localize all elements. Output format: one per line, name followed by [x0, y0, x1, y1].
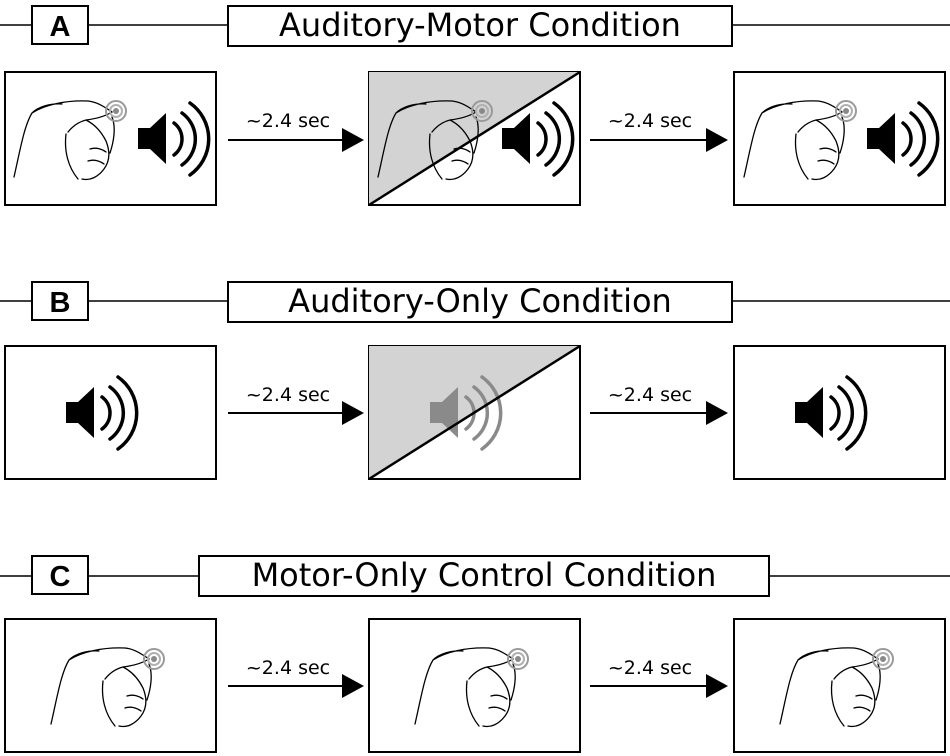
stimulus-frame	[368, 618, 581, 753]
speaker-icon	[502, 101, 575, 177]
target-ring-icon	[143, 648, 165, 670]
panel-header: A Auditory-Motor Condition	[0, 5, 950, 47]
timing-arrow: ~2.4 sec	[228, 384, 364, 425]
arrow-right-icon	[590, 128, 728, 152]
timing-arrow: ~2.4 sec	[590, 657, 728, 698]
frame-border	[4, 618, 217, 753]
panel-b: B Auditory-Only Condition ~2.4 sec	[0, 281, 950, 481]
stimulus-frame	[4, 618, 217, 753]
letter-box	[31, 5, 89, 45]
timing-arrow: ~2.4 sec	[590, 384, 728, 425]
timing-arrow: ~2.4 sec	[228, 657, 364, 698]
title-box	[198, 555, 770, 597]
arrow-right-icon	[228, 128, 364, 152]
frame-border	[733, 618, 946, 753]
stimulus-frame	[733, 71, 946, 206]
title-box	[227, 5, 733, 47]
panel-title: Auditory-Motor Condition	[279, 6, 681, 44]
arrow-right-icon	[590, 674, 728, 698]
target-ring-icon	[471, 100, 493, 122]
arrow-right-icon	[590, 401, 728, 425]
diagonal-divider	[368, 70, 581, 207]
arrow-right-icon	[228, 674, 364, 698]
timing-arrow: ~2.4 sec	[590, 110, 728, 152]
panel-letter: B	[50, 287, 71, 319]
delay-label: ~2.4 sec	[246, 384, 330, 406]
panel-header: B Auditory-Only Condition	[0, 281, 950, 323]
stimulus-frame	[4, 345, 217, 480]
delay-label: ~2.4 sec	[608, 657, 692, 679]
diagonal-divider	[368, 344, 581, 481]
stimulus-frame-shaded	[368, 344, 581, 481]
letter-box	[31, 555, 89, 595]
frame-border	[733, 71, 946, 206]
speaker-icon	[66, 375, 139, 451]
panel-header: C Motor-Only Control Condition	[0, 555, 950, 597]
delay-label: ~2.4 sec	[608, 384, 692, 406]
stimulus-frame-shaded	[368, 70, 581, 207]
panel-a: A Auditory-Motor Condition ~	[0, 5, 950, 207]
finger-tap-hand-icon	[414, 647, 516, 728]
target-ring-icon	[835, 100, 857, 122]
timing-arrow: ~2.4 sec	[228, 110, 364, 152]
arrow-right-icon	[228, 401, 364, 425]
stimulus-frame	[4, 71, 217, 206]
finger-tap-hand-icon	[377, 100, 479, 181]
title-box	[227, 281, 733, 323]
letter-box	[31, 281, 89, 321]
panel-c: C Motor-Only Control Condition ~2.4 sec	[0, 555, 950, 753]
finger-tap-hand-icon	[50, 647, 152, 728]
target-ring-icon	[872, 648, 894, 670]
panel-title: Motor-Only Control Condition	[252, 556, 717, 594]
delay-label: ~2.4 sec	[608, 110, 692, 132]
finger-tap-hand-icon	[743, 100, 845, 181]
panel-letter: C	[50, 561, 71, 593]
frame-border	[368, 618, 581, 753]
frame-border	[4, 71, 217, 206]
finger-tap-hand-icon	[13, 100, 115, 181]
target-ring-icon	[105, 100, 127, 122]
panel-title: Auditory-Only Condition	[288, 282, 672, 320]
stimulus-frame	[733, 618, 946, 753]
target-ring-icon	[507, 648, 529, 670]
speaker-icon	[867, 101, 940, 177]
finger-tap-hand-icon	[779, 647, 881, 728]
speaker-icon	[138, 101, 211, 177]
delay-label: ~2.4 sec	[246, 657, 330, 679]
speaker-icon	[795, 375, 868, 451]
stimulus-frame	[733, 345, 946, 480]
delay-label: ~2.4 sec	[246, 110, 330, 132]
panel-letter: A	[50, 11, 71, 43]
